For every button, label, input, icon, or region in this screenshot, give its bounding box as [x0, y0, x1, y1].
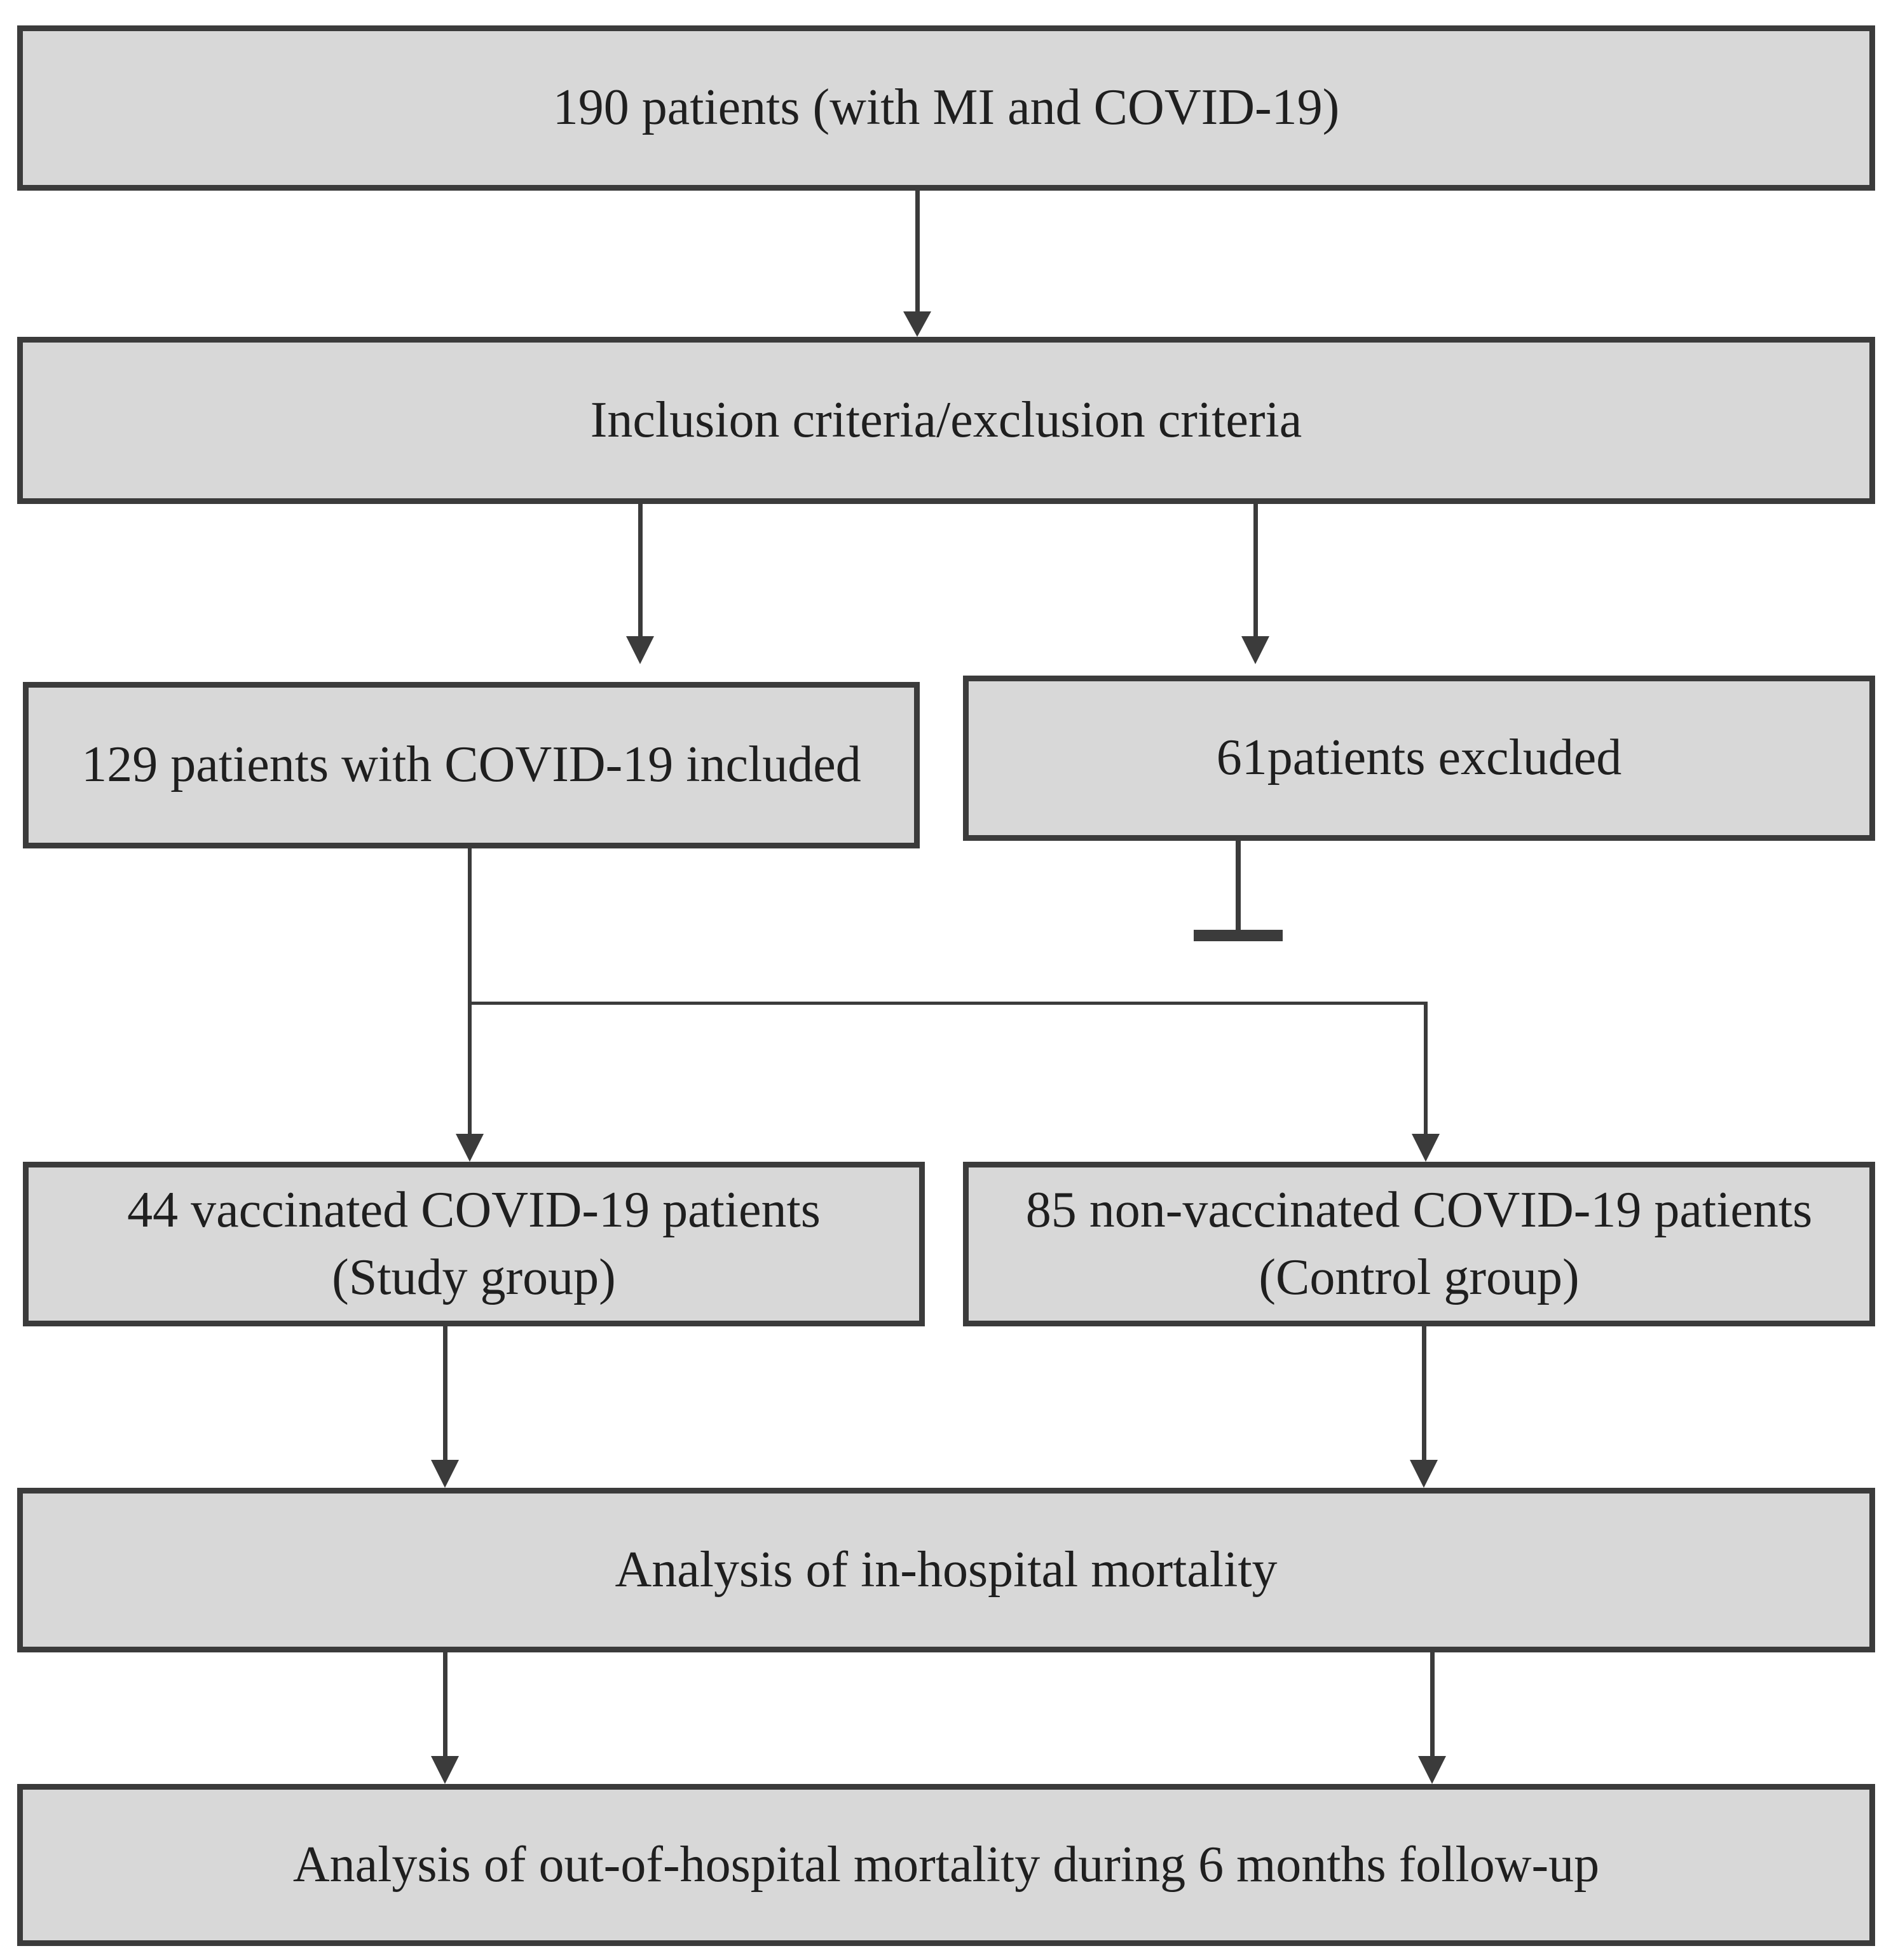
node-study-group: 44 vaccinated COVID-19 patients (Study g…: [23, 1162, 925, 1326]
arrowhead-down-icon: [456, 1134, 484, 1162]
excluded-terminator-line: [1236, 841, 1241, 930]
node-control-group-line2: (Control group): [1259, 1249, 1580, 1305]
arrow-inhospital-to-outhospital-right-line: [1430, 1652, 1435, 1757]
node-in-hospital-analysis-label: Analysis of in-hospital mortality: [615, 1541, 1278, 1598]
branch-included-to-control-line: [1424, 1004, 1428, 1135]
node-control-group-line1: 85 non-vaccinated COVID-19 patients: [1025, 1181, 1813, 1238]
arrowhead-down-icon: [431, 1460, 459, 1488]
arrowhead-down-icon: [903, 311, 931, 337]
node-total-patients: 190 patients (with MI and COVID-19): [17, 25, 1875, 191]
arrowhead-down-icon: [1418, 1756, 1446, 1784]
node-criteria: Inclusion criteria/exclusion criteria: [17, 337, 1875, 504]
node-included: 129 patients with COVID-19 included: [23, 682, 920, 848]
arrow-criteria-to-excluded-line: [1253, 504, 1258, 637]
arrowhead-down-icon: [1241, 636, 1269, 664]
node-excluded-label: 61patients excluded: [1216, 730, 1622, 786]
arrowhead-down-icon: [1410, 1460, 1438, 1488]
node-out-of-hospital-analysis: Analysis of out-of-hospital mortality du…: [17, 1784, 1875, 1946]
branch-horizontal-line: [468, 1002, 1428, 1005]
arrowhead-down-icon: [1412, 1134, 1440, 1162]
node-in-hospital-analysis: Analysis of in-hospital mortality: [17, 1488, 1875, 1652]
node-out-of-hospital-analysis-label: Analysis of out-of-hospital mortality du…: [292, 1836, 1600, 1893]
arrowhead-down-icon: [431, 1756, 459, 1784]
arrow-inhospital-to-outhospital-left-line: [443, 1652, 447, 1757]
branch-included-to-study-line: [468, 848, 472, 1135]
node-criteria-label: Inclusion criteria/exclusion criteria: [590, 391, 1302, 448]
excluded-terminator-bar: [1194, 930, 1283, 941]
arrowhead-down-icon: [626, 636, 654, 664]
arrow-total-to-criteria-line: [915, 191, 920, 313]
arrow-study-to-inhospital-line: [443, 1326, 447, 1461]
node-control-group: 85 non-vaccinated COVID-19 patients (Con…: [963, 1162, 1875, 1326]
arrow-control-to-inhospital-line: [1422, 1326, 1426, 1461]
node-total-patients-label: 190 patients (with MI and COVID-19): [552, 79, 1340, 136]
node-study-group-line1: 44 vaccinated COVID-19 patients: [127, 1181, 821, 1238]
node-excluded: 61patients excluded: [963, 676, 1875, 841]
arrow-criteria-to-included-line: [638, 504, 643, 637]
node-study-group-line2: (Study group): [332, 1249, 616, 1305]
node-included-label: 129 patients with COVID-19 included: [81, 737, 861, 793]
